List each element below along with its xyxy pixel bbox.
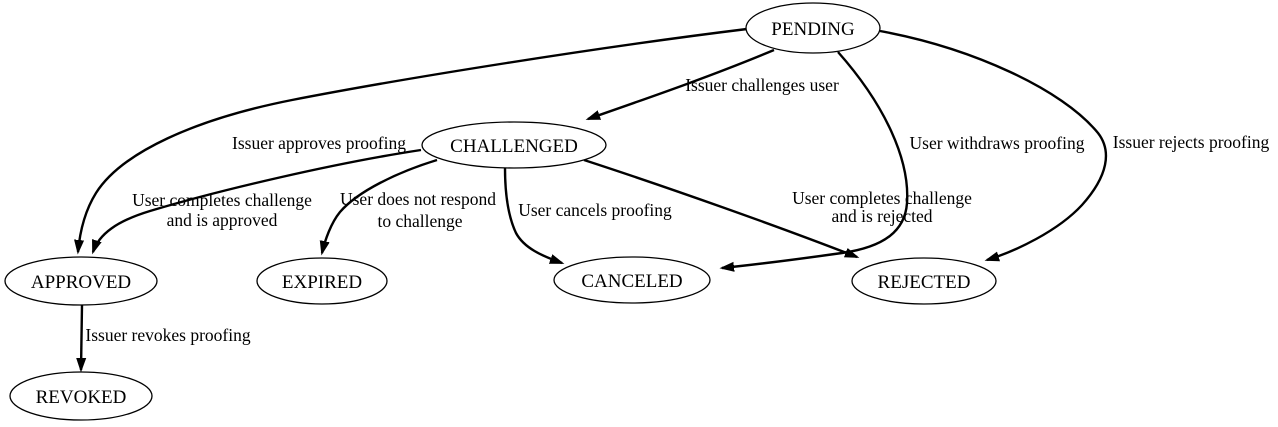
node-expired: EXPIRED: [256, 257, 388, 305]
node-challenged: CHALLENGED: [421, 121, 607, 169]
edge-label-challenged-canceled: User cancels proofing: [518, 200, 672, 220]
node-rejected-ellipse: [851, 257, 997, 305]
node-canceled-ellipse: [553, 256, 711, 304]
edge-label-pending-approved: Issuer approves proofing: [232, 133, 406, 153]
edge-label-pending-canceled: User withdraws proofing: [910, 133, 1085, 153]
node-canceled: CANCELED: [553, 256, 711, 304]
node-revoked-label: REVOKED: [36, 387, 127, 408]
node-challenged-ellipse: [421, 121, 607, 169]
node-pending-ellipse: [745, 2, 881, 54]
node-revoked-ellipse: [9, 371, 153, 421]
node-canceled-label: CANCELED: [581, 271, 682, 292]
node-approved-label: APPROVED: [31, 272, 131, 293]
edge-challenged-rejected: [583, 158, 857, 259]
edge-label-pending-challenged: Issuer challenges user: [685, 75, 839, 95]
edge-challenged-canceled: [503, 167, 562, 265]
edge-pending-canceled: [722, 51, 909, 268]
edge-pending-rejected: [879, 29, 1108, 260]
edge-challenged-approved: [91, 148, 422, 252]
edge-label-pending-rejected: Issuer rejects proofing: [1113, 132, 1270, 152]
node-rejected: REJECTED: [851, 257, 997, 305]
node-pending: PENDING: [745, 2, 881, 54]
edge-label-challenged-expired-line1: User does not respond: [340, 189, 496, 209]
node-pending-label: PENDING: [771, 19, 855, 40]
edge-challenged-expired: [322, 158, 438, 253]
edge-label-challenged-approved-line2: and is approved: [167, 210, 278, 230]
node-challenged-label: CHALLENGED: [450, 136, 578, 157]
edge-pending-approved: [78, 27, 748, 252]
node-expired-ellipse: [256, 257, 388, 305]
node-rejected-label: REJECTED: [878, 272, 971, 293]
edge-approved-revoked: [81, 304, 82, 370]
node-approved-ellipse: [4, 256, 158, 306]
edge-label-challenged-rejected-line1: User completes challenge: [792, 188, 972, 208]
node-revoked: REVOKED: [9, 371, 153, 421]
edge-pending-challenged: [588, 48, 775, 121]
node-expired-label: EXPIRED: [282, 272, 362, 293]
edge-label-approved-revoked: Issuer revokes proofing: [85, 325, 250, 345]
edge-label-challenged-rejected-line2: and is rejected: [831, 206, 932, 226]
edge-label-challenged-approved-line1: User completes challenge: [132, 190, 312, 210]
node-approved: APPROVED: [4, 256, 158, 306]
edge-label-challenged-expired-line2: to challenge: [377, 211, 462, 231]
